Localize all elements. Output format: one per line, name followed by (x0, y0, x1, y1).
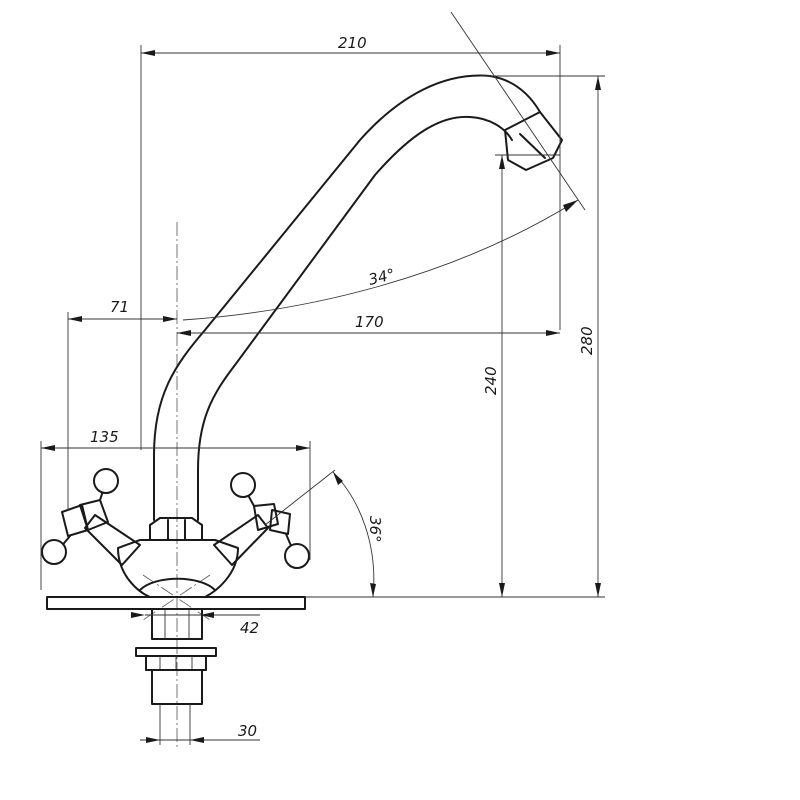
dim-label-34: 34° (367, 265, 397, 289)
dim-label-36: 36° (366, 516, 384, 543)
dim-label-71: 71 (110, 298, 129, 316)
dim-label-170: 170 (355, 313, 384, 331)
dim-label-240: 240 (482, 366, 500, 395)
left-handle (41, 468, 141, 566)
dimension-280: 280 (305, 75, 605, 598)
angle-36: 36° (264, 469, 384, 598)
dimension-210: 210 (140, 34, 561, 450)
right-handle (213, 472, 310, 569)
dimension-240: 240 (482, 154, 560, 597)
dimension-71: 71 (67, 298, 177, 510)
angle-34: 34° (182, 11, 586, 321)
faucet-spout (153, 74, 563, 521)
dim-label-210: 210 (338, 34, 367, 52)
dim-label-42: 42 (240, 619, 259, 637)
dim-label-30: 30 (238, 722, 257, 740)
dimension-170: 170 (177, 313, 560, 336)
dim-label-280: 280 (578, 326, 596, 355)
faucet-base-body (46, 517, 306, 705)
dim-label-135: 135 (90, 428, 119, 446)
dimension-42: 42 (131, 612, 260, 637)
dimension-30: 30 (140, 704, 260, 745)
dimension-135: 135 (40, 428, 311, 590)
